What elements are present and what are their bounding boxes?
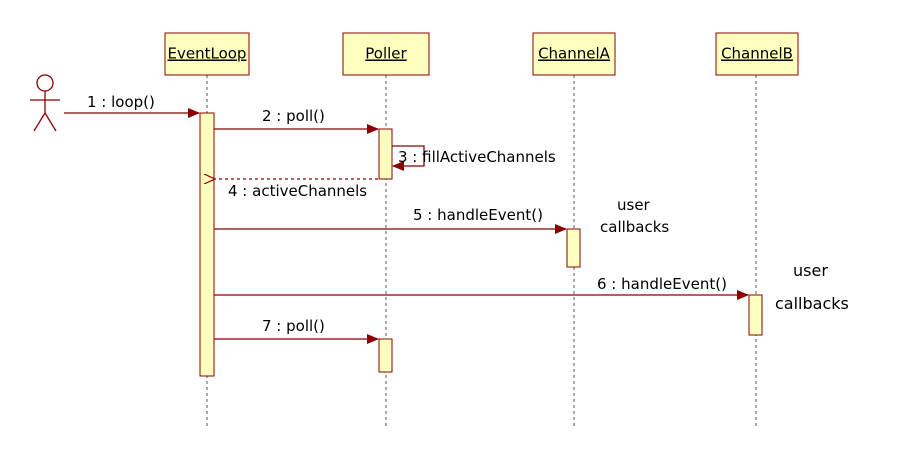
message-1: 1 : loop()	[64, 93, 200, 118]
lifeline-poller: Poller	[342, 32, 430, 428]
message-3-label: 3 : fillActiveChannels	[398, 148, 556, 166]
activation-poller-1	[378, 128, 393, 180]
message-3: 3 : fillActiveChannels	[392, 145, 556, 171]
message-7: 7 : poll()	[214, 317, 379, 344]
note-2-line-2: callbacks	[775, 294, 849, 313]
lifeline-poller-name: Poller	[365, 45, 407, 63]
message-7-label: 7 : poll()	[262, 317, 325, 335]
lifeline-channela-head: ChannelA	[532, 32, 616, 76]
note-2-line-1: user	[793, 261, 828, 280]
lifeline-channela: ChannelA	[532, 32, 616, 428]
activation-channela	[566, 228, 581, 268]
message-1-label: 1 : loop()	[87, 93, 155, 111]
lifeline-channela-name: ChannelA	[538, 45, 611, 63]
message-2: 2 : poll()	[214, 107, 379, 134]
activation-poller-2	[378, 338, 393, 373]
lifeline-channelb-head: ChannelB	[715, 32, 799, 76]
lifeline-eventloop-head: EventLoop	[164, 32, 250, 76]
message-2-label: 2 : poll()	[262, 107, 325, 125]
message-4-label: 4 : activeChannels	[228, 182, 367, 200]
message-6-label: 6 : handleEvent()	[597, 275, 727, 293]
message-5: 5 : handleEvent()	[214, 206, 567, 234]
message-4: 4 : activeChannels	[215, 179, 378, 200]
lifeline-channelb: ChannelB	[715, 32, 799, 428]
lifeline-poller-head: Poller	[342, 32, 430, 76]
note-1-line-1: user	[617, 196, 651, 214]
lifeline-eventloop-name: EventLoop	[168, 45, 247, 63]
activation-channelb	[748, 294, 763, 336]
note-channela-callbacks: user callbacks	[600, 196, 669, 236]
note-1-line-2: callbacks	[600, 218, 669, 236]
activation-eventloop	[199, 112, 215, 377]
note-channelb-callbacks: user callbacks	[775, 261, 849, 313]
message-6: 6 : handleEvent()	[214, 275, 749, 300]
actor-icon	[30, 74, 60, 132]
lifeline-channelb-name: ChannelB	[721, 45, 793, 63]
message-5-label: 5 : handleEvent()	[413, 206, 543, 224]
